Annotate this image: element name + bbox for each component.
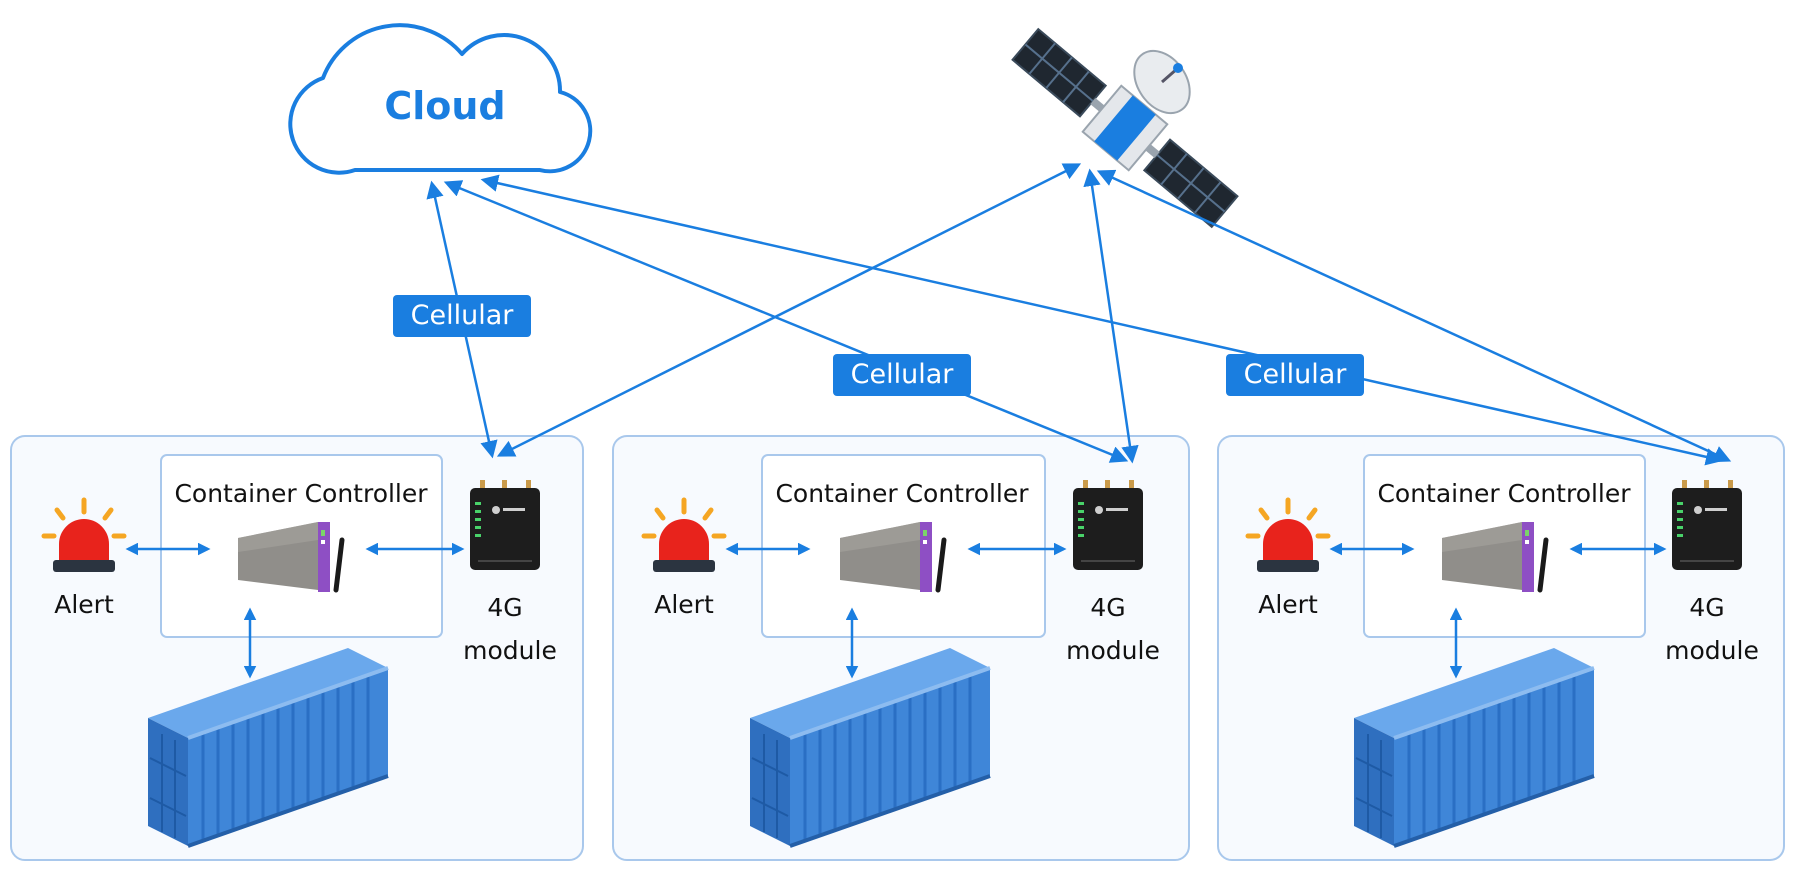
cloud-label: Cloud <box>384 84 506 128</box>
cellular-link-badge: Cellular <box>1226 354 1364 396</box>
cloud-shape <box>288 23 593 175</box>
module-label-line2: module <box>1665 636 1759 665</box>
alert-label: Alert <box>654 590 714 619</box>
module-label-line1: 4G <box>1689 593 1725 622</box>
module-label-line2: module <box>463 636 557 665</box>
alert-label: Alert <box>54 590 114 619</box>
module-label-line2: module <box>1066 636 1160 665</box>
alert-beacon-icon <box>44 500 124 572</box>
alert-label: Alert <box>1258 590 1318 619</box>
4g-module-icon <box>1672 480 1742 570</box>
cellular-link-badge: Cellular <box>393 295 531 337</box>
controller-title: Container Controller <box>775 479 1029 508</box>
module-label-line1: 4G <box>1090 593 1126 622</box>
satellite-icon <box>1011 27 1239 229</box>
controller-title: Container Controller <box>1377 479 1631 508</box>
controller-title: Container Controller <box>174 479 428 508</box>
4g-module-icon <box>1073 480 1143 570</box>
alert-beacon-icon <box>644 500 724 572</box>
alert-beacon-icon <box>1248 500 1328 572</box>
module-label-line1: 4G <box>487 593 523 622</box>
cellular-link-badge: Cellular <box>833 354 971 396</box>
4g-module-icon <box>470 480 540 570</box>
